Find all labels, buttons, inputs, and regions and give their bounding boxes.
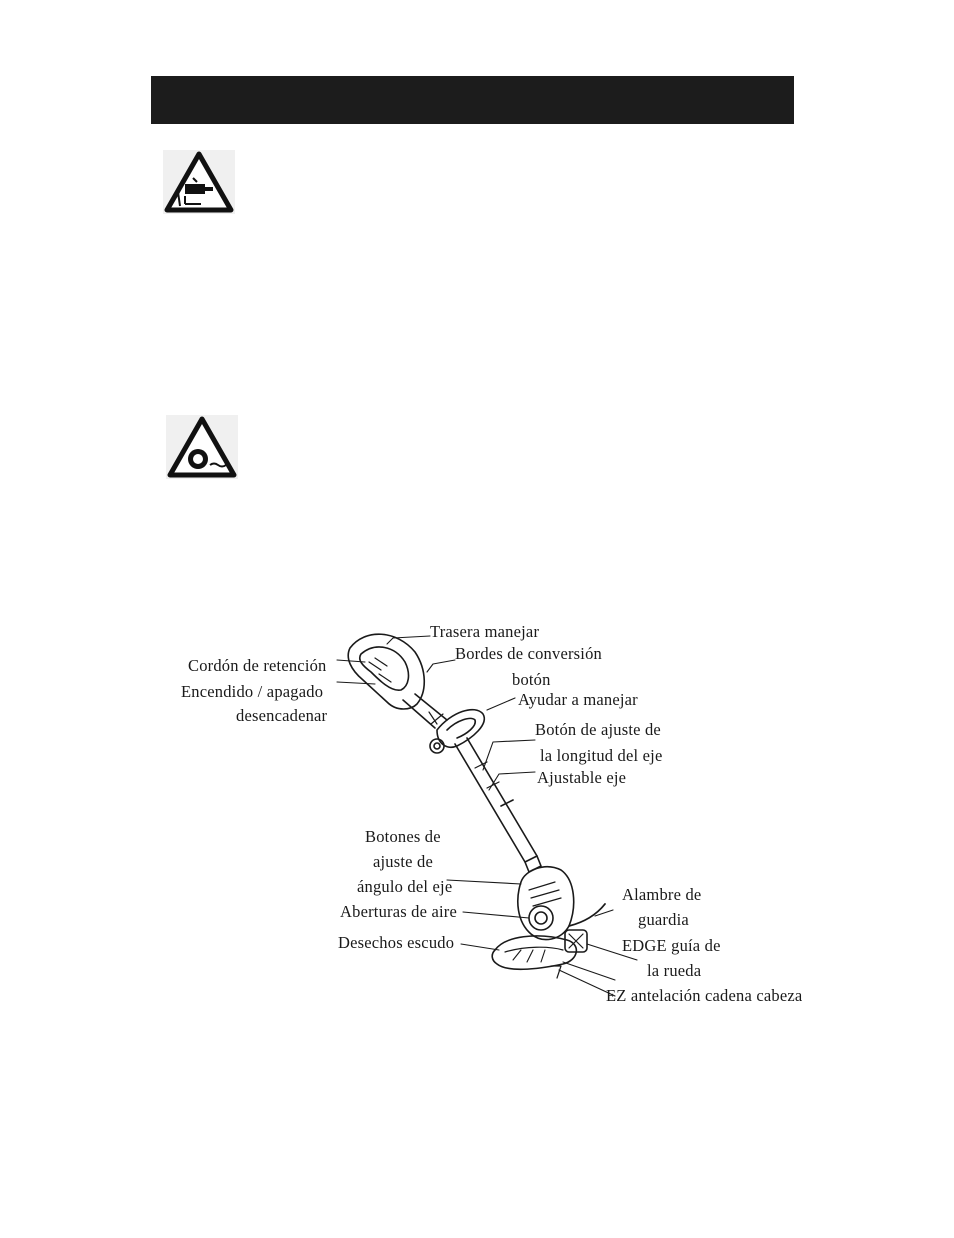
electric-shock-warning-icon (163, 150, 235, 214)
label-bordes-conversion: Bordes de conversión (455, 644, 602, 663)
label-ayudar-manejar: Ayudar a manejar (518, 690, 638, 709)
label-desencadenar: desencadenar (236, 706, 328, 725)
label-trasera-manejar: Trasera manejar (430, 622, 540, 641)
label-botones-angulo-3: ángulo del eje (357, 877, 453, 896)
label-edge-guia: EDGE guía de (622, 936, 721, 955)
string-trimmer-diagram (336, 633, 638, 997)
label-la-rueda: la rueda (647, 961, 702, 980)
label-boton-ajuste-longitud-1: Botón de ajuste de (535, 720, 661, 739)
label-ajustable-eje: Ajustable eje (537, 768, 627, 787)
label-bordes-boton: botón (512, 670, 551, 689)
label-boton-ajuste-longitud-2: la longitud del eje (540, 746, 663, 765)
label-alambre-de: Alambre de (622, 885, 702, 904)
rotating-line-warning-icon (166, 415, 238, 479)
rear-handle-shape (347, 633, 426, 710)
section-header-bar (151, 76, 794, 124)
debris-shield-shape (491, 935, 578, 971)
label-desechos-escudo: Desechos escudo (338, 933, 455, 952)
label-botones-angulo-2: ajuste de (373, 852, 433, 871)
label-guardia: guardia (638, 910, 689, 929)
label-ez-antelacion: EZ antelación cadena cabeza (606, 986, 803, 1005)
label-cordon-retencion: Cordón de retención (188, 656, 327, 675)
assist-handle-shape (436, 708, 486, 748)
label-aberturas-aire: Aberturas de aire (340, 902, 458, 921)
label-botones-angulo-1: Botones de (365, 827, 441, 846)
label-encendido-apagado: Encendido / apagado (181, 682, 324, 701)
